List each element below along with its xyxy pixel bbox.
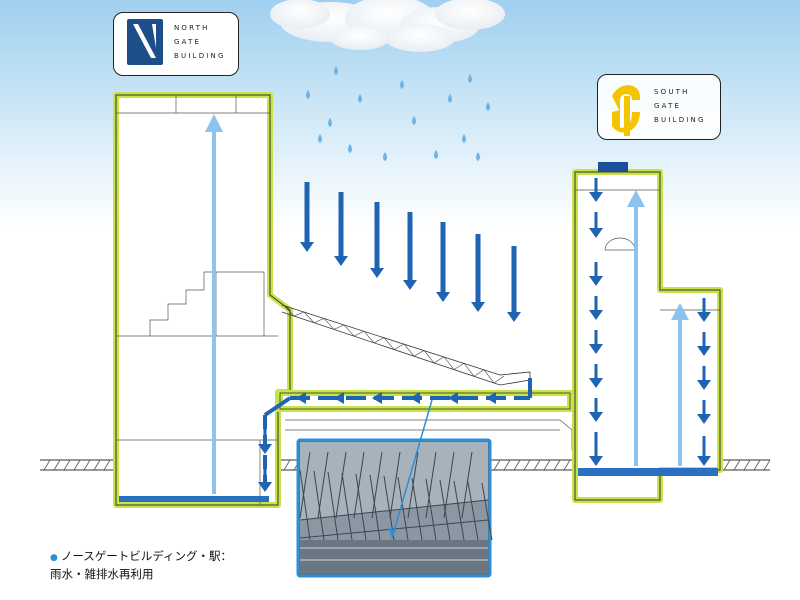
raindrops — [306, 66, 490, 161]
caption-line2: 雨水・雑排水再利用 — [50, 567, 154, 581]
deck-collection-flow — [263, 378, 532, 492]
north-logo-mark-overlay — [127, 19, 163, 65]
cloud — [270, 0, 505, 52]
south-rooftop-collector — [598, 162, 628, 172]
south-logo-line2: GATE — [654, 102, 682, 110]
south-logo-line1: SOUTH — [654, 88, 690, 96]
north-logo-line1: NORTH — [174, 24, 210, 32]
photo-callout-line — [391, 399, 433, 539]
truss-members — [283, 305, 505, 384]
south-gate-tower — [572, 162, 723, 503]
caption: ●ノースゲートビルディング・駅： 雨水・雑排水再利用 — [50, 549, 232, 581]
north-lift-arrow — [205, 114, 223, 132]
south-logo-mark-overlay — [612, 85, 641, 136]
south-logo-line3: BUILDING — [654, 116, 706, 124]
north-logo-line2: GATE — [174, 38, 202, 46]
north-logo-line3: BUILDING — [174, 52, 226, 60]
caption-line1: ノースゲートビルディング・駅： — [60, 549, 232, 563]
south-water-tank — [578, 468, 718, 476]
south-annex-lift-arrow — [671, 303, 689, 320]
station-roof-photo — [296, 399, 493, 578]
south-lift-arrow — [627, 190, 645, 207]
north-water-tank — [119, 496, 269, 502]
